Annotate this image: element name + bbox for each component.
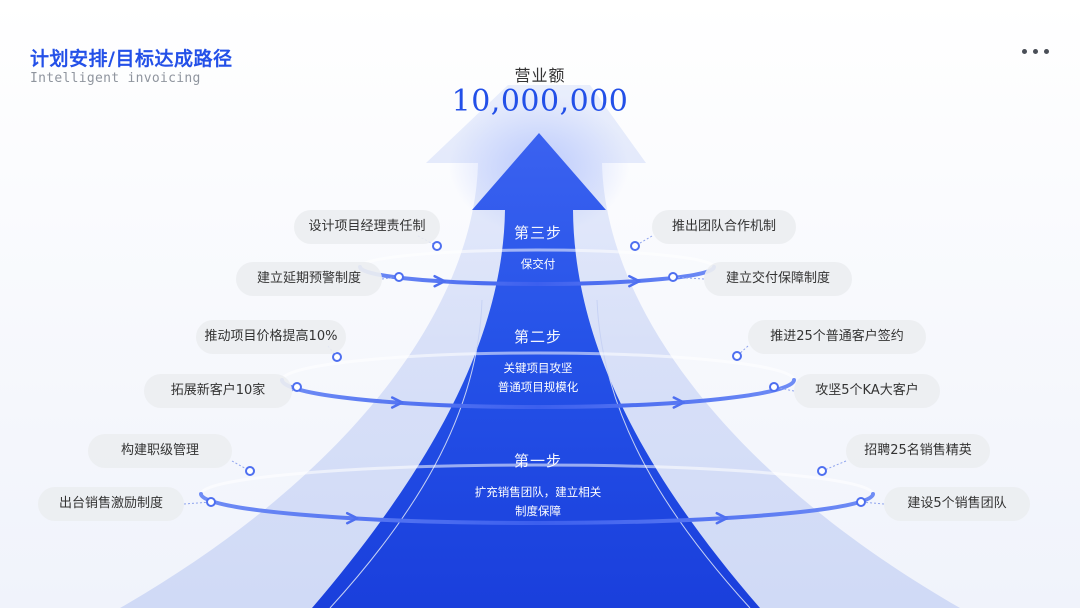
measure-pill: 拓展新客户10家 — [144, 374, 292, 408]
ring-back — [199, 463, 875, 495]
step-3-desc-1: 保交付 — [520, 257, 556, 271]
connector-dot — [292, 382, 302, 392]
target-value: 10,000,000 — [451, 84, 629, 119]
ring-arrowhead — [628, 274, 641, 288]
connector-dot — [432, 241, 442, 251]
step-1-title: 第一步 — [513, 452, 562, 470]
page-subtitle: Intelligent invoicing — [30, 71, 201, 86]
main-arrow — [312, 133, 760, 608]
step-3: 第三步 保交付 — [438, 222, 638, 274]
connector-line — [672, 276, 705, 280]
measure-pill: 建立交付保障制度 — [704, 262, 852, 296]
connectors-layer — [183, 235, 885, 507]
step-1-desc-2: 制度保障 — [515, 504, 561, 518]
step-2-desc-2: 普通项目规模化 — [497, 380, 579, 394]
ring-back — [280, 351, 796, 381]
ring-arrowhead — [390, 396, 404, 409]
more-dots-icon[interactable] — [1014, 42, 1056, 60]
measure-pill: 攻坚5个KA大客户 — [794, 374, 940, 408]
measure-pill: 推出团队合作机制 — [652, 210, 796, 244]
connector-dot — [668, 272, 678, 282]
measure-pill: 构建职级管理 — [88, 434, 232, 468]
ring-front — [280, 378, 796, 409]
step-3-title: 第三步 — [513, 224, 562, 242]
ring-arrowhead — [715, 511, 729, 525]
ring-arrowhead — [672, 396, 686, 409]
ring-back — [358, 248, 716, 268]
step-2-title: 第二步 — [513, 328, 562, 346]
connector-dot — [206, 497, 216, 507]
connector-dot — [630, 241, 640, 251]
ring-arrowhead — [345, 511, 359, 525]
connector-dot — [394, 272, 404, 282]
target-label: 营业额 — [514, 66, 566, 85]
step-1: 第一步 扩充销售团队，建立相关 制度保障 — [438, 450, 638, 521]
measure-pill: 推进25个普通客户签约 — [748, 320, 926, 354]
measure-pill: 出台销售激励制度 — [38, 487, 184, 521]
connector-dot — [245, 466, 255, 476]
step-1-desc-1: 扩充销售团队，建立相关 — [474, 485, 602, 499]
connector-dot — [332, 352, 342, 362]
connector-dot — [817, 466, 827, 476]
connector-line — [183, 501, 212, 505]
page-title: 计划安排/目标达成路径 — [30, 48, 233, 70]
measure-pill: 推动项目价格提高10% — [196, 320, 346, 354]
step-2: 第二步 关键项目攻坚 普通项目规模化 — [438, 326, 638, 397]
connector-dot — [769, 382, 779, 392]
measure-pill: 建立延期预警制度 — [236, 262, 382, 296]
connector-dot — [732, 351, 742, 361]
measure-pill: 招聘25名销售精英 — [846, 434, 990, 468]
connector-dot — [856, 497, 866, 507]
measure-pill: 建设5个销售团队 — [884, 487, 1030, 521]
ring-front — [199, 492, 875, 525]
step-2-desc-1: 关键项目攻坚 — [503, 361, 573, 375]
measure-pill: 设计项目经理责任制 — [294, 210, 440, 244]
connector-line — [381, 276, 400, 280]
ring-arrowhead — [433, 274, 446, 288]
